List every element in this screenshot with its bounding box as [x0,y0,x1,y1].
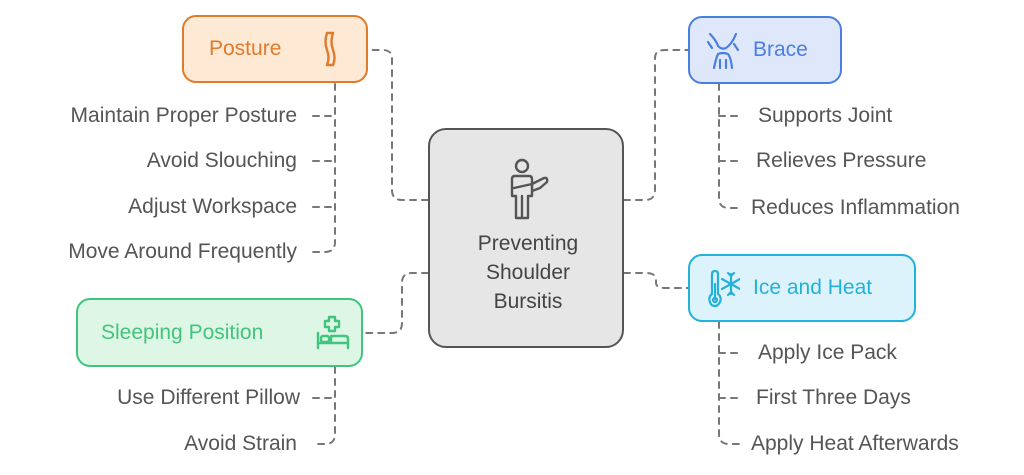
joint-brace-icon [706,32,740,70]
category-sleeping-label: Sleeping Position [101,321,264,344]
spine-icon [324,31,336,67]
brace-item-2: Relieves Pressure [756,149,927,172]
bed-plus-icon [316,315,350,350]
connector-brace-items [718,83,742,209]
posture-item-4: Move Around Frequently [68,240,297,263]
brace-item-3: Reduces Inflammation [751,196,960,219]
category-ice-and-heat: Ice and Heat [688,254,916,322]
category-sleeping-position: Sleeping Position [76,298,363,367]
category-brace-label: Brace [753,38,808,61]
connector-sleeping-items [312,366,336,445]
connector-ice-heat [623,272,689,289]
center-node: Preventing Shoulder Bursitis [428,128,624,348]
category-posture-label: Posture [209,37,282,60]
ice-item-3: Apply Heat Afterwards [751,432,959,455]
center-title-line-2: Shoulder [485,261,571,284]
sleeping-item-2: Avoid Strain [184,432,297,455]
connector-sleeping [362,272,429,334]
connector-ice-items [718,321,742,445]
category-posture: Posture [182,15,368,83]
posture-item-1: Maintain Proper Posture [70,104,297,127]
brace-item-1: Supports Joint [758,104,893,127]
ice-item-1: Apply Ice Pack [758,341,897,364]
posture-item-2: Avoid Slouching [146,149,297,172]
category-brace: Brace [688,16,842,84]
category-ice-heat-label: Ice and Heat [753,276,873,299]
ice-item-2: First Three Days [756,386,911,409]
sleeping-item-1: Use Different Pillow [117,386,300,409]
center-title-line-3: Bursitis [493,290,563,313]
posture-item-3: Adjust Workspace [128,195,297,218]
connector-brace [623,49,689,201]
person-arm-sling-icon [510,158,549,220]
connector-posture-items [312,83,336,253]
connector-posture [367,49,429,201]
center-title-line-1: Preventing [477,232,579,255]
thermometer-snowflake-icon [708,270,740,308]
